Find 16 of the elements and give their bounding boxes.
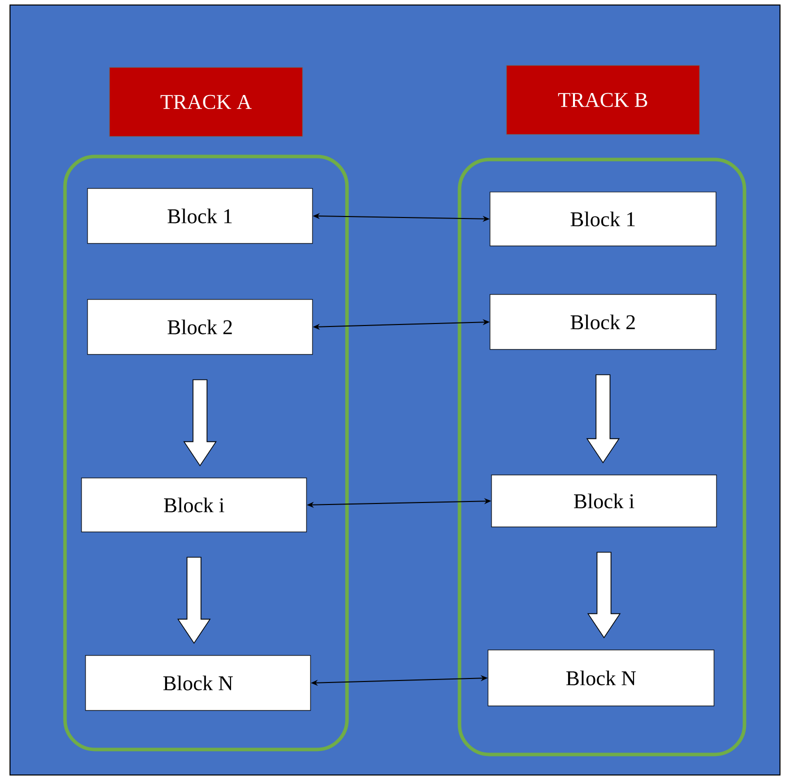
group-frame [458,158,746,756]
block-box: Block i [81,478,307,532]
block-box: Block i [491,474,717,528]
track-heading: TRACK B [506,65,700,135]
block-box: Block N [488,650,714,706]
block-arrow [177,556,211,644]
group-frame [63,154,349,752]
track-heading: TRACK A [109,67,303,137]
block-box: Block 2 [490,294,716,350]
block-box: Block 1 [87,188,313,244]
block-box: Block 1 [490,192,716,246]
block-arrow [587,552,621,638]
block-arrow [586,374,620,464]
block-box: Block N [85,655,311,711]
block-box: Block 2 [87,299,313,355]
block-arrow [183,379,217,466]
